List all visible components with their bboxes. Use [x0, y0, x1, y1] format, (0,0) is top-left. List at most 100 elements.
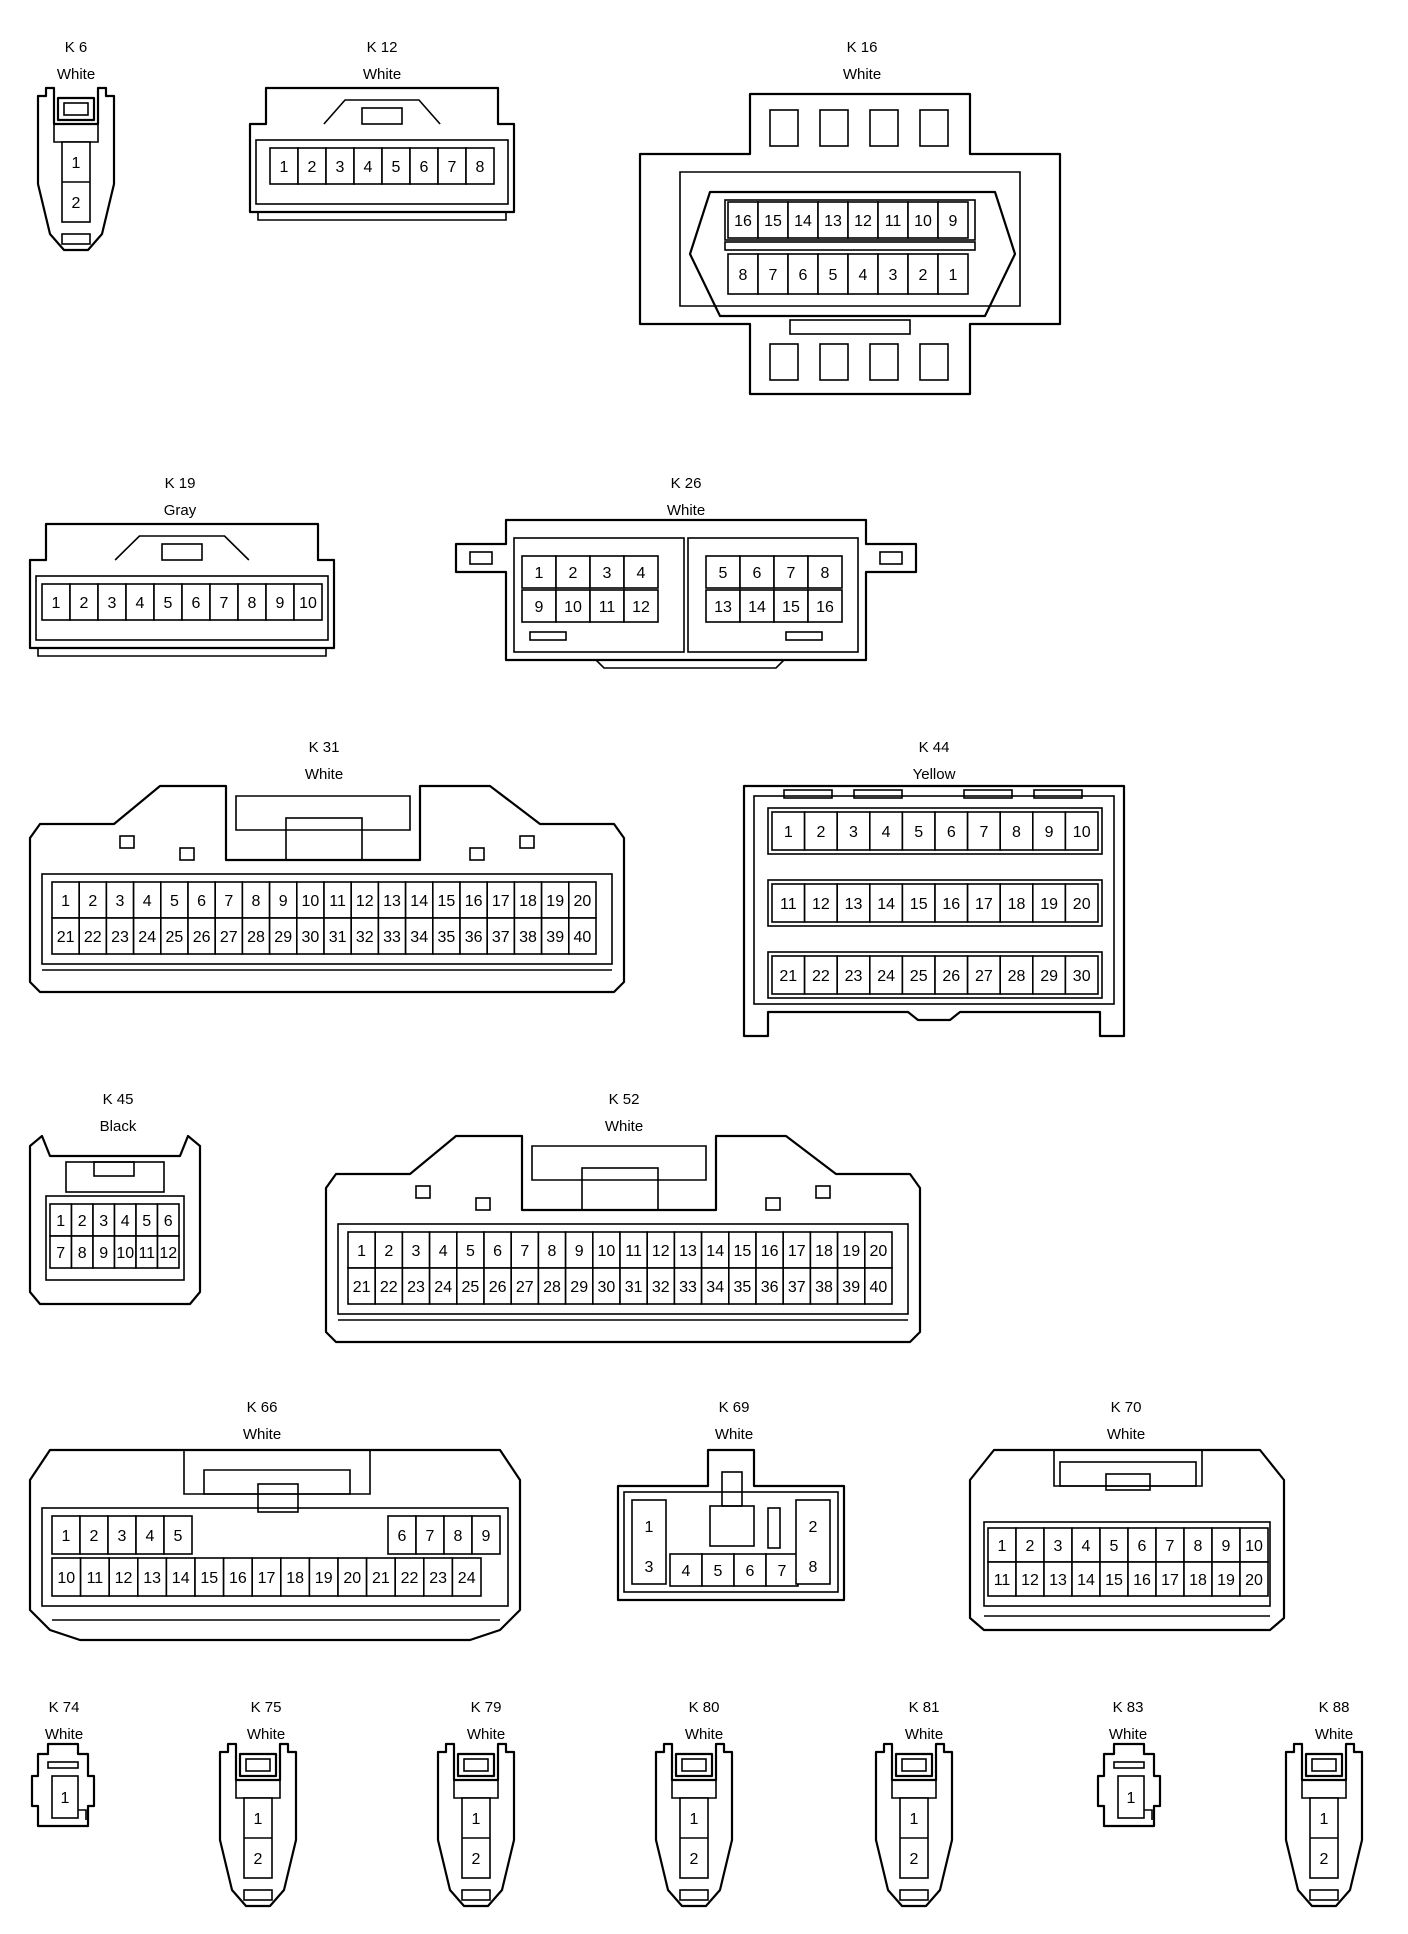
connector-color-label: White — [243, 1426, 281, 1443]
pin-number: 6 — [164, 1213, 173, 1230]
pin-cell: 21 — [365, 1557, 397, 1597]
pin-cell: 15 — [773, 589, 809, 623]
pin-cell: 14 — [700, 1231, 730, 1269]
pin-cell: 11 — [589, 589, 625, 623]
pin-cell: 1 — [51, 881, 81, 919]
pin-number: 12 — [115, 1570, 133, 1587]
pin-cell: 19 — [540, 881, 570, 919]
pin-cell: 10 — [591, 1231, 621, 1269]
pin-number: 29 — [274, 929, 292, 946]
pin-cell: 38 — [809, 1267, 839, 1305]
pin-number: 10 — [598, 1243, 616, 1260]
pin-cell: 4 — [1071, 1527, 1101, 1563]
pin-cell: 34 — [700, 1267, 730, 1305]
pin-number: 2 — [910, 1851, 919, 1868]
pin-number: 3 — [99, 1213, 108, 1230]
pin-number: 23 — [845, 968, 863, 985]
pin-number: 22 — [401, 1570, 419, 1587]
pin-number: 1 — [1320, 1811, 1329, 1828]
pin-cell: 12 — [1309, 1797, 1339, 1879]
pin-number: 14 — [1077, 1572, 1095, 1589]
pin-number: 19 — [546, 893, 564, 910]
pin-cell: 26 — [483, 1267, 513, 1305]
pin-number: 38 — [519, 929, 537, 946]
pin-cell: 1 — [937, 253, 969, 295]
pin-cell: 36 — [755, 1267, 785, 1305]
pin-cell: 33 — [673, 1267, 703, 1305]
pin-cell: 8 — [1183, 1527, 1213, 1563]
pin-number: 6 — [753, 565, 762, 582]
pin-cell: 14 — [787, 201, 819, 239]
pin-cell: 5 — [153, 583, 183, 621]
connector-id-label: K 81 — [909, 1699, 940, 1716]
pin-cell: 14 — [739, 589, 775, 623]
pin-number: 7 — [448, 159, 457, 176]
pin-number: 2 — [919, 267, 928, 284]
pin-number: 20 — [574, 893, 592, 910]
pin-cell: 4 — [125, 583, 155, 621]
pin-cell: 15 — [757, 201, 789, 239]
connector-color-label: White — [305, 766, 343, 783]
pin-cell: 10 — [51, 1557, 82, 1597]
pin-cell: 7 — [49, 1235, 73, 1269]
pin-cell: 32 — [646, 1267, 676, 1305]
pin-number: 2 — [90, 1528, 99, 1545]
pin-cell: 6 — [739, 555, 775, 589]
pin-number: 27 — [975, 968, 993, 985]
pin-cell: 2 — [374, 1231, 404, 1269]
connector-id-label: K 79 — [471, 1699, 502, 1716]
pin-cell: 6 — [787, 253, 819, 295]
pin-cell: 6 — [181, 583, 211, 621]
pin-cell: 7 — [510, 1231, 540, 1269]
pin-cell: 17 — [486, 881, 516, 919]
pin-cell: 20 — [1239, 1561, 1269, 1597]
connector-color-label: Yellow — [913, 766, 956, 783]
pin-number: 14 — [410, 893, 428, 910]
pin-number: 24 — [877, 968, 895, 985]
pin-number: 11 — [599, 599, 616, 616]
pin-cell: 12 — [350, 881, 380, 919]
pin-cell: 4 — [847, 253, 879, 295]
pin-number: 2 — [308, 159, 317, 176]
pin-number: 6 — [947, 824, 956, 841]
pin-cell: 19 — [1032, 883, 1067, 923]
pin-number: 8 — [248, 595, 257, 612]
pin-number: 18 — [519, 893, 537, 910]
pin-number: 2 — [690, 1851, 699, 1868]
pin-cell: 31 — [619, 1267, 649, 1305]
pin-number: 1 — [472, 1811, 481, 1828]
pin-number: 2 — [472, 1851, 481, 1868]
pin-number: 15 — [438, 893, 456, 910]
pin-cell: 37 — [782, 1267, 812, 1305]
pin-number: 4 — [637, 565, 646, 582]
pin-cell: 7 — [415, 1515, 445, 1555]
connector-id-label: K 12 — [367, 39, 398, 56]
pin-number: 3 — [336, 159, 345, 176]
pin-cell: 15 — [1099, 1561, 1129, 1597]
pin-cell: 38 — [513, 917, 543, 955]
connector-color-label: White — [715, 1426, 753, 1443]
pin-number: 30 — [1073, 968, 1091, 985]
pin-number: 16 — [229, 1570, 247, 1587]
pin-cell: 13 — [836, 883, 871, 923]
pin-number: 5 — [164, 595, 173, 612]
pin-cell: 5 — [135, 1203, 159, 1237]
pin-number: 11 — [780, 896, 797, 913]
pin-cell: 10 — [1239, 1527, 1269, 1563]
pin-cell: 9 — [92, 1235, 116, 1269]
pin-number: 1 — [254, 1811, 263, 1828]
pin-cell: 1 — [771, 811, 806, 851]
pin-number: 2 — [1320, 1851, 1329, 1868]
pin-number: 1 — [998, 1538, 1007, 1555]
pin-number: 13 — [1049, 1572, 1067, 1589]
pin-number: 4 — [882, 824, 891, 841]
pin-number: 14 — [794, 213, 812, 230]
connector-id-label: K 66 — [247, 1399, 278, 1416]
pin-number: 34 — [410, 929, 428, 946]
pin-number: 23 — [407, 1279, 425, 1296]
pin-cell: 8 — [443, 1515, 473, 1555]
pin-cell: 22 — [374, 1267, 404, 1305]
